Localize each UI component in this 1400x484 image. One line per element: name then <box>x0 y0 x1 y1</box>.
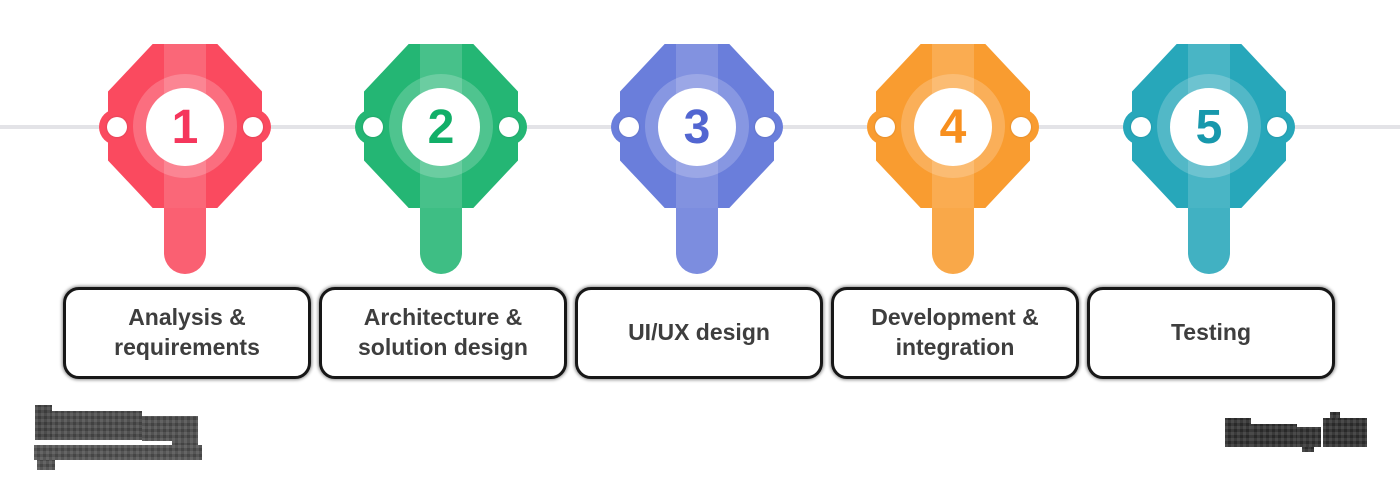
logo-pixel-block <box>1330 412 1340 418</box>
logo-pixel-block <box>34 445 202 460</box>
step-marker-3: 3 <box>611 42 783 274</box>
step-label-card-3: UI/UX design <box>575 287 823 379</box>
logo-pixel-block <box>1323 418 1367 447</box>
timeline-connector-dot <box>875 117 895 137</box>
step-number: 3 <box>658 88 736 166</box>
timeline-connector-dot <box>1267 117 1287 137</box>
timeline-connector-dot <box>1011 117 1031 137</box>
logo-pixel-block <box>1302 447 1314 452</box>
step-marker-4: 4 <box>867 42 1039 274</box>
step-number: 5 <box>1170 88 1248 166</box>
step-label-card-2: Architecture & solution design <box>319 287 567 379</box>
logo-pixel-block <box>37 460 55 470</box>
logo-pixel-block <box>1297 427 1321 447</box>
logo-pixel-block <box>52 411 142 440</box>
logo-pixel-block <box>142 416 198 441</box>
step-marker-5: 5 <box>1123 42 1295 274</box>
logo-pixel-block <box>1251 424 1297 447</box>
step-marker-2: 2 <box>355 42 527 274</box>
timeline-connector-dot <box>363 117 383 137</box>
step-number: 2 <box>402 88 480 166</box>
logo-pixel-block <box>1225 418 1251 447</box>
logo-pixel-block <box>35 405 52 440</box>
step-label-card-1: Analysis & requirements <box>63 287 311 379</box>
timeline-connector-dot <box>107 117 127 137</box>
step-label-card-4: Development & integration <box>831 287 1079 379</box>
timeline-connector-dot <box>243 117 263 137</box>
marker-badge <box>620 44 774 208</box>
timeline-connector-dot <box>499 117 519 137</box>
timeline-connector-dot <box>755 117 775 137</box>
step-number: 4 <box>914 88 992 166</box>
step-marker-1: 1 <box>99 42 271 274</box>
timeline-connector-dot <box>1131 117 1151 137</box>
step-number: 1 <box>146 88 224 166</box>
step-label-card-5: Testing <box>1087 287 1335 379</box>
timeline-connector-dot <box>619 117 639 137</box>
